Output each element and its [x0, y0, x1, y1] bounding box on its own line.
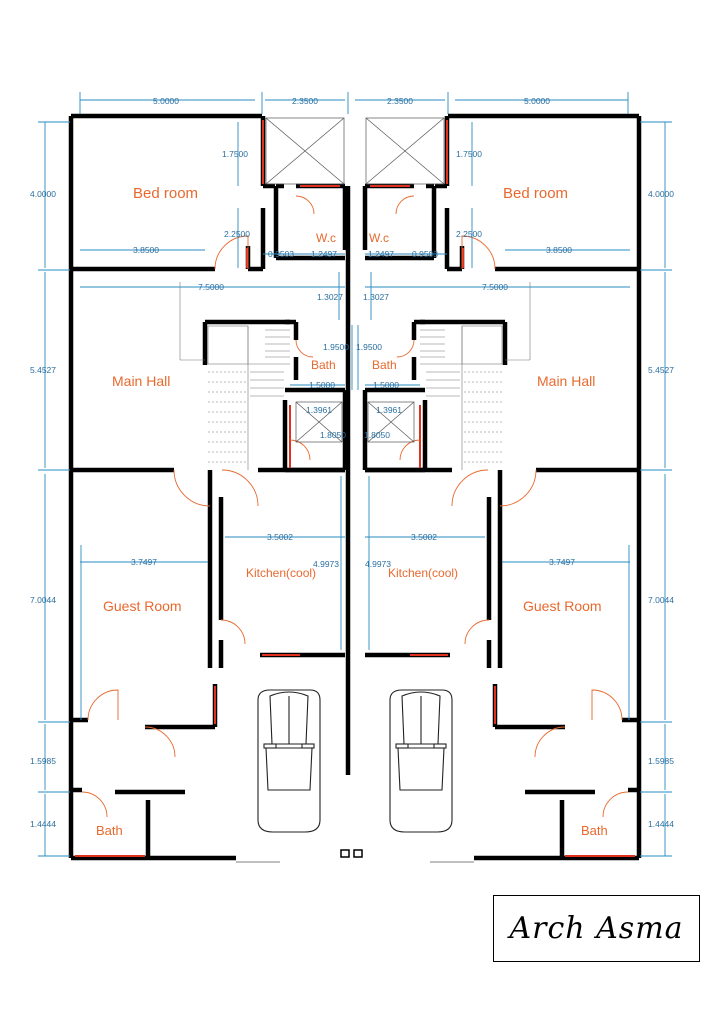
stairs-right: [420, 282, 531, 470]
windows: [75, 120, 635, 857]
dim-left-1598: 1.5985: [30, 756, 56, 766]
dim-right-3850: 3.8500: [546, 245, 572, 255]
dim-left-1444: 1.4444: [30, 819, 56, 829]
dim-right-0950: 0.9503: [412, 249, 438, 259]
dim-right-1950: 1.9500: [356, 342, 382, 352]
dim-right-1598: 1.5985: [648, 756, 674, 766]
label-guest-room-left: Guest Room: [103, 598, 182, 614]
dim-left-7500: 7.5000: [198, 282, 224, 292]
dim-left-1500: 1.5000: [309, 380, 335, 390]
label-bath-upper-right: Bath: [372, 358, 397, 372]
dim-left-1750: 1.7500: [222, 149, 248, 159]
walls-left-unit: [68, 113, 351, 861]
dim-right-1444: 1.4444: [648, 819, 674, 829]
dim-right-1302: 1.3027: [363, 292, 389, 302]
dim-top-right-inner: 2.3500: [387, 96, 413, 106]
dim-left-bedroom-height: 4.0000: [30, 189, 56, 199]
lightwells: [265, 117, 445, 443]
stairs-left: [179, 282, 290, 470]
label-guest-room-right: Guest Room: [523, 598, 602, 614]
dim-right-7500: 7.5000: [482, 282, 508, 292]
label-main-hall-right: Main Hall: [537, 373, 595, 389]
signature-box: Arch Asma: [493, 895, 700, 962]
dim-left-0950: 0.9503: [268, 249, 294, 259]
signature-text: Arch Asma: [509, 911, 684, 946]
dim-left-4997: 4.9973: [313, 559, 339, 569]
label-bedroom-left: Bed room: [133, 185, 198, 202]
dim-left-1805: 1.8050: [320, 430, 346, 440]
dim-left-hall-height: 5.4527: [30, 365, 56, 375]
label-bath-lower-right: Bath: [581, 823, 608, 838]
dim-right-3749: 3.7497: [549, 557, 575, 567]
dim-left-guest-height: 7.0044: [30, 595, 56, 605]
dim-top-left-outer: 5.0000: [153, 96, 179, 106]
front-gate-posts: [236, 849, 474, 863]
dim-left-1249: 1.2497: [311, 249, 337, 259]
label-main-hall-left: Main Hall: [112, 373, 170, 389]
dim-right-1396: 1.3961: [376, 405, 402, 415]
dim-left-3500: 3.5002: [267, 532, 293, 542]
dim-right-1249: 1.2497: [368, 249, 394, 259]
label-kitchen-right: Kitchen(cool): [388, 566, 458, 580]
dim-right-1805: 1.8050: [364, 430, 390, 440]
label-kitchen-left: Kitchen(cool): [246, 566, 316, 580]
dim-right-1500: 1.5000: [373, 380, 399, 390]
dim-left-3749: 3.7497: [131, 557, 157, 567]
dim-right-hall-height: 5.4527: [648, 365, 674, 375]
dim-left-3850: 3.8500: [133, 245, 159, 255]
car-right: [389, 689, 453, 833]
dim-right-1750: 1.7500: [456, 149, 482, 159]
car-left: [257, 689, 321, 833]
label-bedroom-right: Bed room: [503, 185, 568, 202]
dim-right-4997: 4.9973: [365, 559, 391, 569]
walls-right-unit: [362, 113, 642, 861]
dim-top-left-inner: 2.3500: [292, 96, 318, 106]
label-bath-upper-left: Bath: [311, 358, 336, 372]
dim-left-1396: 1.3961: [306, 405, 332, 415]
label-wc-right: W.c: [369, 231, 389, 245]
dim-right-2250: 2.2500: [456, 229, 482, 239]
dimension-lines: [38, 92, 672, 857]
dim-right-bedroom-height: 4.0000: [648, 189, 674, 199]
room-labels: Bed room Bed room W.c W.c Main Hall Main…: [96, 185, 608, 838]
dim-left-2250: 2.2500: [224, 229, 250, 239]
label-wc-left: W.c: [316, 231, 336, 245]
door-swings: [81, 195, 629, 818]
dimension-labels: 5.0000 2.3500 2.3500 5.0000 4.0000 5.452…: [30, 96, 674, 829]
dim-left-1302: 1.3027: [317, 292, 343, 302]
label-bath-lower-left: Bath: [96, 823, 123, 838]
dim-right-3500: 3.5002: [411, 532, 437, 542]
dim-left-1950: 1.9500: [323, 342, 349, 352]
dim-right-guest-height: 7.0044: [648, 595, 674, 605]
dim-top-right-outer: 5.0000: [524, 96, 550, 106]
